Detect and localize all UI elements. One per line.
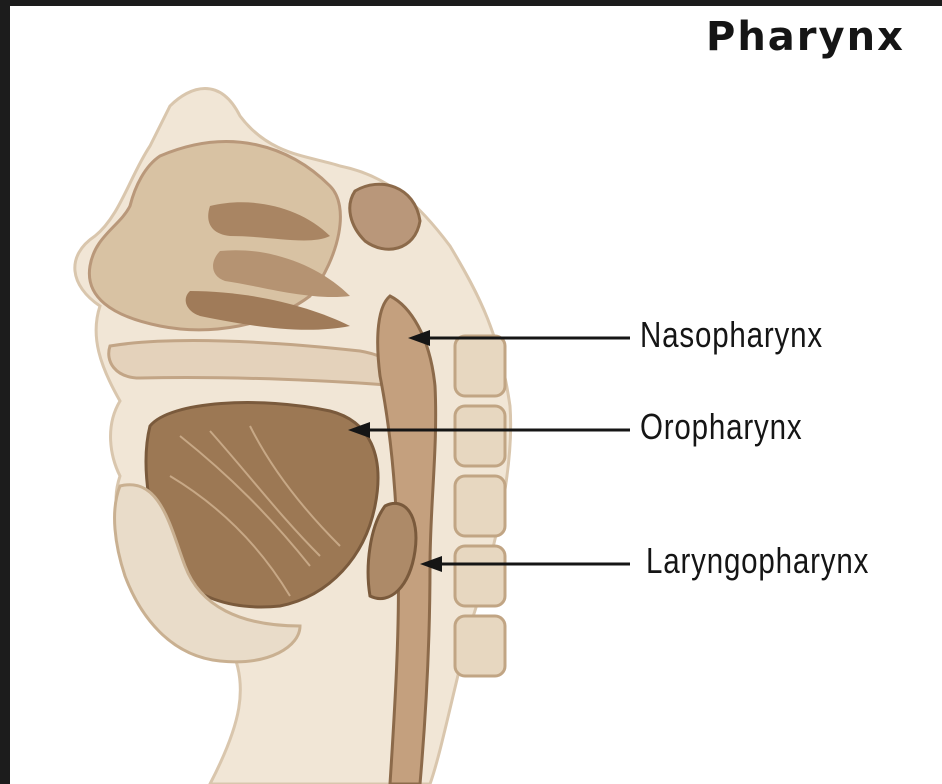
- oropharynx-label: Oropharynx: [640, 406, 802, 448]
- nasopharynx-label: Nasopharynx: [640, 314, 823, 356]
- laryngopharynx-label: Laryngopharynx: [646, 540, 869, 582]
- leader-lines: [10, 6, 942, 784]
- nasopharynx-arrowhead: [408, 330, 430, 346]
- oropharynx-arrowhead: [348, 422, 370, 438]
- laryngopharynx-arrowhead: [420, 556, 442, 572]
- diagram-canvas: Pharynx Nasopharynx Oropharynx Laryngoph…: [10, 6, 942, 784]
